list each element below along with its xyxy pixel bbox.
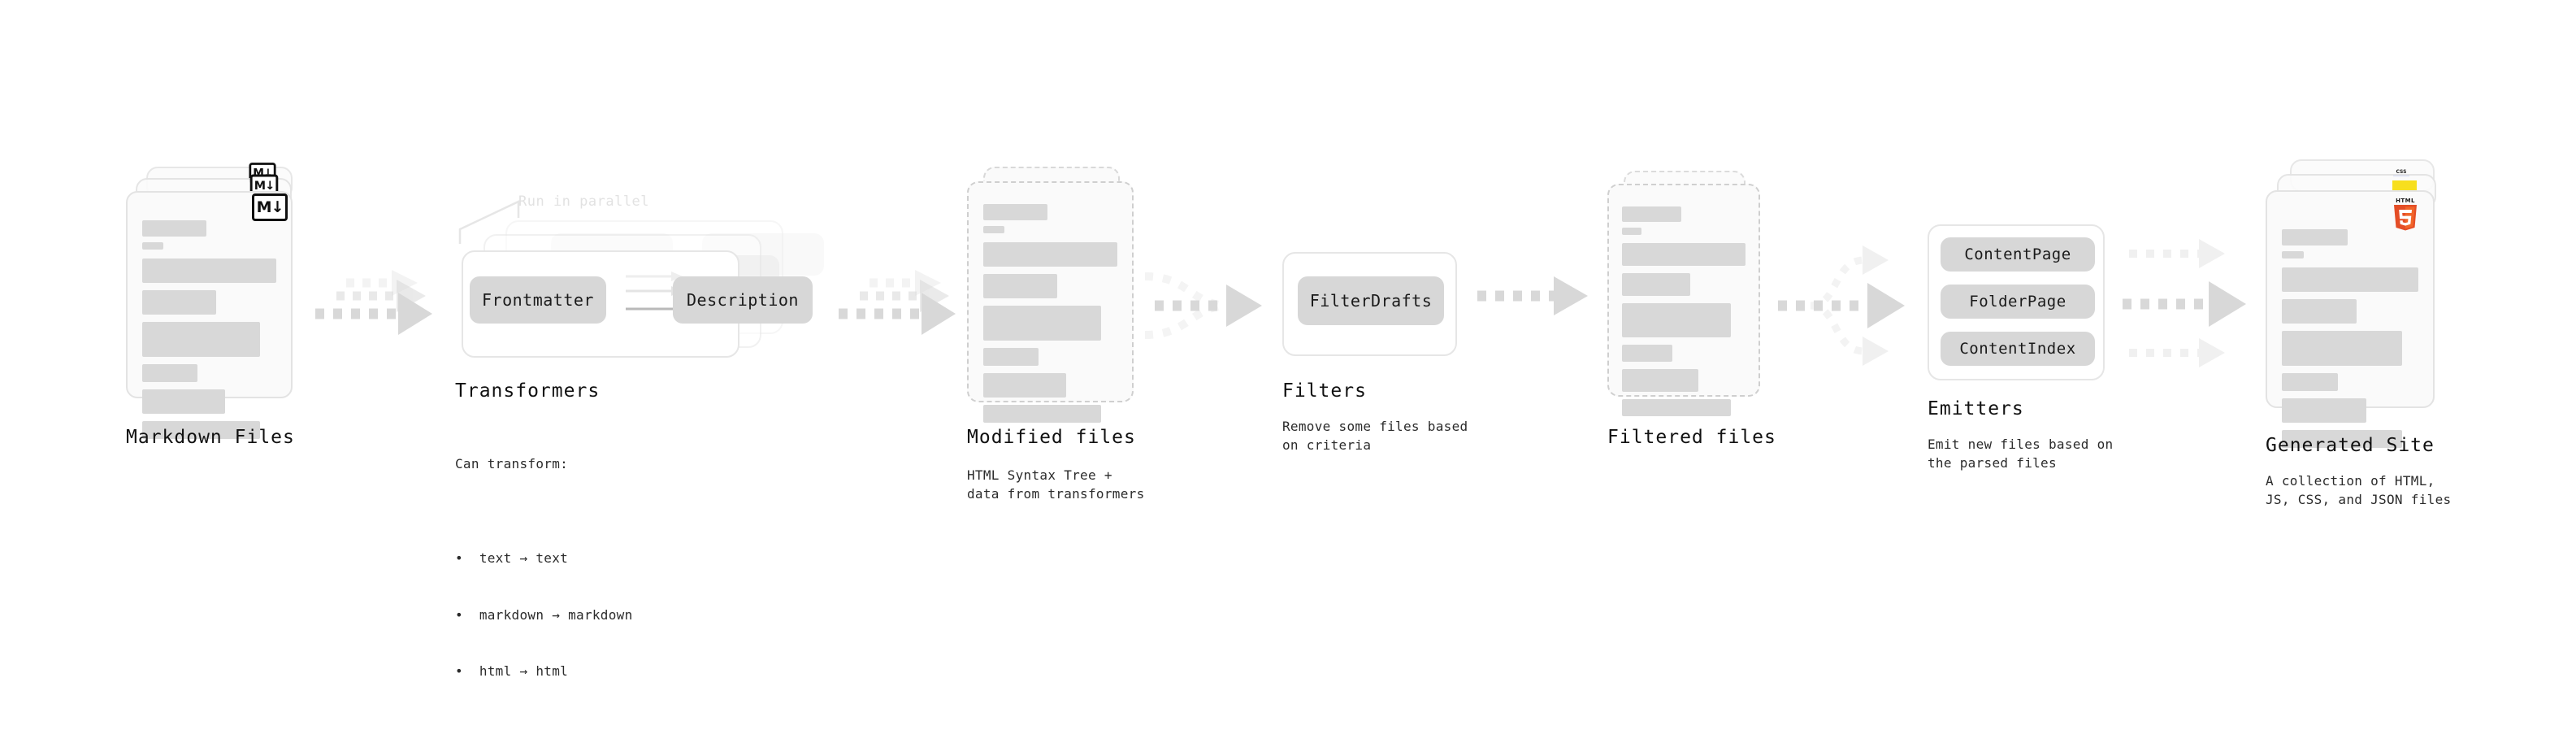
filtered-files-card [1607, 171, 1770, 416]
transformers-capability-item: text → text [455, 549, 633, 567]
emitters-title: Emitters [1928, 398, 2024, 419]
svg-text:CSS: CSS [2396, 169, 2407, 175]
filters-title: Filters [1282, 380, 1367, 402]
markdown-badge-text: M↓ [256, 198, 284, 216]
pill-contentindex-label: ContentIndex [1959, 340, 2076, 358]
pill-contentindex[interactable]: ContentIndex [1941, 332, 2095, 366]
modified-files-subtitle: HTML Syntax Tree + data from transformer… [967, 467, 1145, 502]
pill-contentpage-label: ContentPage [1964, 245, 2071, 263]
emitters-subtitle: Emit new files based on the parsed files [1928, 437, 2114, 471]
markdown-badge-text: M↓ [254, 177, 275, 193]
filtered-content-lines [1609, 185, 1759, 416]
modified-sheet-front [967, 181, 1134, 423]
generated-site-card: CSS [2266, 159, 2448, 448]
pill-description-label: Description [687, 290, 799, 310]
arrow-modified-to-filters [1142, 268, 1280, 350]
html5-icon: HTML [2391, 195, 2418, 231]
pill-folderpage[interactable]: FolderPage [1941, 285, 2095, 319]
transformers-capability-list: text → text markdown → markdown html → h… [455, 511, 633, 719]
markdown-files-title: Markdown Files [126, 427, 295, 448]
pill-filterdrafts-label: FilterDrafts [1309, 291, 1433, 311]
pill-folderpage-label: FolderPage [1969, 293, 2066, 311]
transformers-capability-item: html → html [455, 662, 633, 680]
run-in-parallel-label: Run in parallel [518, 193, 650, 210]
filtered-files-title: Filtered files [1607, 427, 1776, 448]
transformers-subtitle: Can transform: text → text markdown → ma… [455, 417, 633, 756]
modified-files-group [967, 167, 1142, 423]
transformers-capability-item: markdown → markdown [455, 606, 633, 624]
generated-site-subtitle: A collection of HTML, JS, CSS, and JSON … [2266, 473, 2452, 508]
filters-group: FilterDrafts [1282, 252, 1457, 356]
filters-subtitle: Remove some files based on criteria [1282, 419, 1468, 454]
emitters-box: ContentPage FolderPage ContentIndex [1928, 224, 2105, 380]
site-content-lines [2267, 192, 2433, 448]
pill-description[interactable]: Description [673, 276, 813, 324]
filters-box: FilterDrafts [1282, 252, 1457, 356]
arrow-filtered-to-emitters [1773, 234, 1919, 376]
pill-contentpage[interactable]: ContentPage [1941, 237, 2095, 272]
arrow-transformers-to-modified [830, 270, 961, 340]
transformers-subtitle-heading: Can transform: [455, 456, 569, 472]
markdown-sheet-front [126, 191, 293, 439]
markdown-badge-front: M↓ [252, 193, 288, 221]
svg-text:HTML: HTML [2396, 198, 2415, 204]
site-sheet-front [2266, 190, 2435, 448]
pill-frontmatter[interactable]: Frontmatter [470, 276, 606, 324]
transformers-group: Run in parallel Frontmatter Description [455, 193, 829, 358]
generated-site-title: Generated Site [2266, 435, 2435, 456]
emitters-group: ContentPage FolderPage ContentIndex [1928, 224, 2105, 380]
arrow-emitters-to-site [2123, 231, 2269, 377]
modified-content-lines [969, 183, 1132, 423]
generated-site-group: CSS [2266, 159, 2448, 448]
filtered-files-group [1607, 171, 1770, 416]
arrow-markdown-to-transformers [307, 270, 437, 340]
markdown-content-lines [128, 193, 291, 439]
pill-frontmatter-label: Frontmatter [482, 290, 594, 310]
markdown-files-group: M↓ M↓ M↓ [126, 163, 301, 439]
diagram-canvas: M↓ M↓ M↓ Markdown Files [0, 0, 2576, 681]
modified-files-title: Modified files [967, 427, 1136, 448]
run-in-parallel-bracket [458, 200, 520, 244]
markdown-files-card: M↓ M↓ M↓ [126, 163, 301, 439]
pill-filterdrafts[interactable]: FilterDrafts [1298, 276, 1444, 325]
transformers-title: Transformers [455, 380, 601, 402]
modified-files-card [967, 167, 1142, 423]
filtered-sheet-front [1607, 184, 1760, 416]
arrow-filters-to-filtered [1472, 275, 1594, 320]
